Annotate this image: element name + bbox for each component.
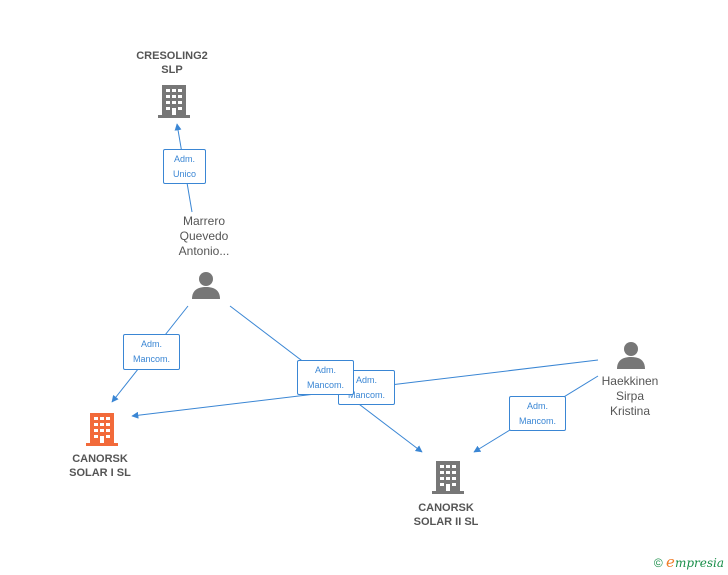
brand-logo-initial: e — [666, 553, 675, 571]
node-label-canorsk2: CANORSK SOLAR II SL — [396, 501, 496, 529]
edge-label-line: Adm. — [173, 154, 195, 164]
edge-label-adm-unico[interactable]: Adm. Unico — [163, 149, 206, 184]
node-label-marrero: Marrero Quevedo Antonio... — [154, 214, 254, 259]
person-icon[interactable] — [616, 340, 646, 370]
edge-label-line: Adm. — [140, 339, 162, 349]
node-label-line: SLP — [161, 64, 183, 76]
node-label-canorsk1: CANORSK SOLAR I SL — [50, 452, 150, 480]
node-label-line: Antonio... — [178, 244, 230, 258]
node-label-line: Haekkinen — [601, 374, 659, 388]
node-label-line: CRESOLING2 — [136, 50, 208, 62]
person-icon[interactable] — [191, 270, 221, 300]
node-label-line: SOLAR I SL — [69, 467, 131, 479]
edge-label-line: Mancom. — [347, 390, 385, 400]
building-icon-highlighted[interactable] — [86, 411, 118, 447]
building-icon[interactable] — [432, 459, 464, 495]
copyright-icon: © — [653, 556, 663, 570]
edge-label-line: Mancom. — [132, 354, 170, 364]
brand-logo-text: mpresia — [674, 556, 724, 570]
brand-footer: © empresia — [654, 553, 724, 571]
edge-label-adm-mancom[interactable]: Adm. Mancom. — [123, 334, 180, 370]
edge-label-adm-mancom[interactable]: Adm. Mancom. — [509, 396, 566, 431]
edge-label-adm-mancom[interactable]: Adm. Mancom. — [297, 360, 354, 395]
node-label-line: Quevedo — [179, 229, 229, 243]
node-label-line: CANORSK — [72, 453, 128, 465]
building-icon[interactable] — [158, 83, 190, 119]
node-label-line: CANORSK — [418, 502, 474, 514]
node-label-line: Marrero — [182, 214, 225, 228]
node-label-line: SOLAR II SL — [413, 516, 479, 528]
edge-label-line: Mancom. — [518, 416, 556, 426]
edge-label-line: Adm. — [355, 375, 377, 385]
edge-label-line: Adm. — [314, 365, 336, 375]
edge-label-line: Unico — [172, 169, 196, 179]
edge-label-line: Mancom. — [306, 380, 344, 390]
node-label-cresoling: CRESOLING2 SLP — [122, 49, 222, 77]
node-label-line: Sirpa — [615, 389, 644, 403]
node-label-haekkinen: Haekkinen Sirpa Kristina — [580, 374, 680, 419]
edge-label-line: Adm. — [526, 401, 548, 411]
node-label-line: Kristina — [609, 404, 650, 418]
